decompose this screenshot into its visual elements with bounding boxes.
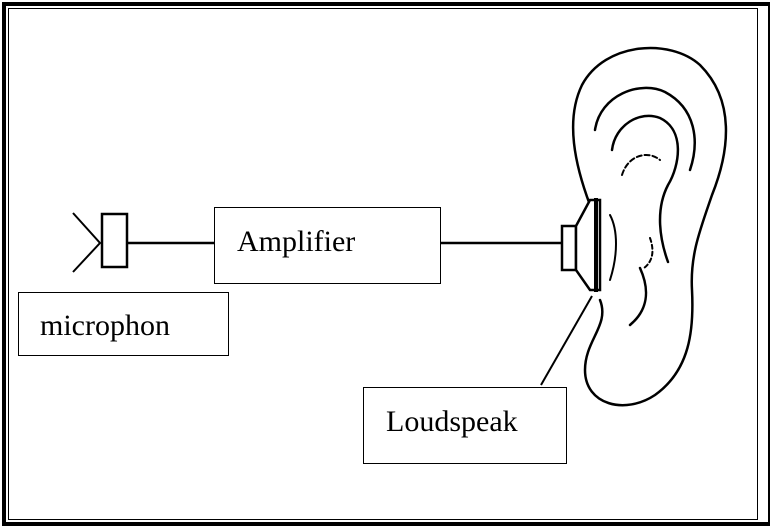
microphone-label-box: microphon — [18, 292, 229, 356]
loudspeaker-label-box: Loudspeak — [363, 387, 567, 464]
loudspeaker-icon — [560, 198, 602, 292]
loudspeaker-label: Loudspeak — [386, 405, 518, 438]
loudspeaker-pointer-line — [540, 295, 593, 386]
ear-illustration — [571, 46, 728, 407]
microphone-label: microphon — [40, 309, 170, 342]
amplifier-label: Amplifier — [237, 225, 356, 258]
microphone-icon — [72, 212, 129, 273]
diagram-inner-border — [8, 8, 758, 520]
amplifier-box: Amplifier — [214, 207, 441, 284]
